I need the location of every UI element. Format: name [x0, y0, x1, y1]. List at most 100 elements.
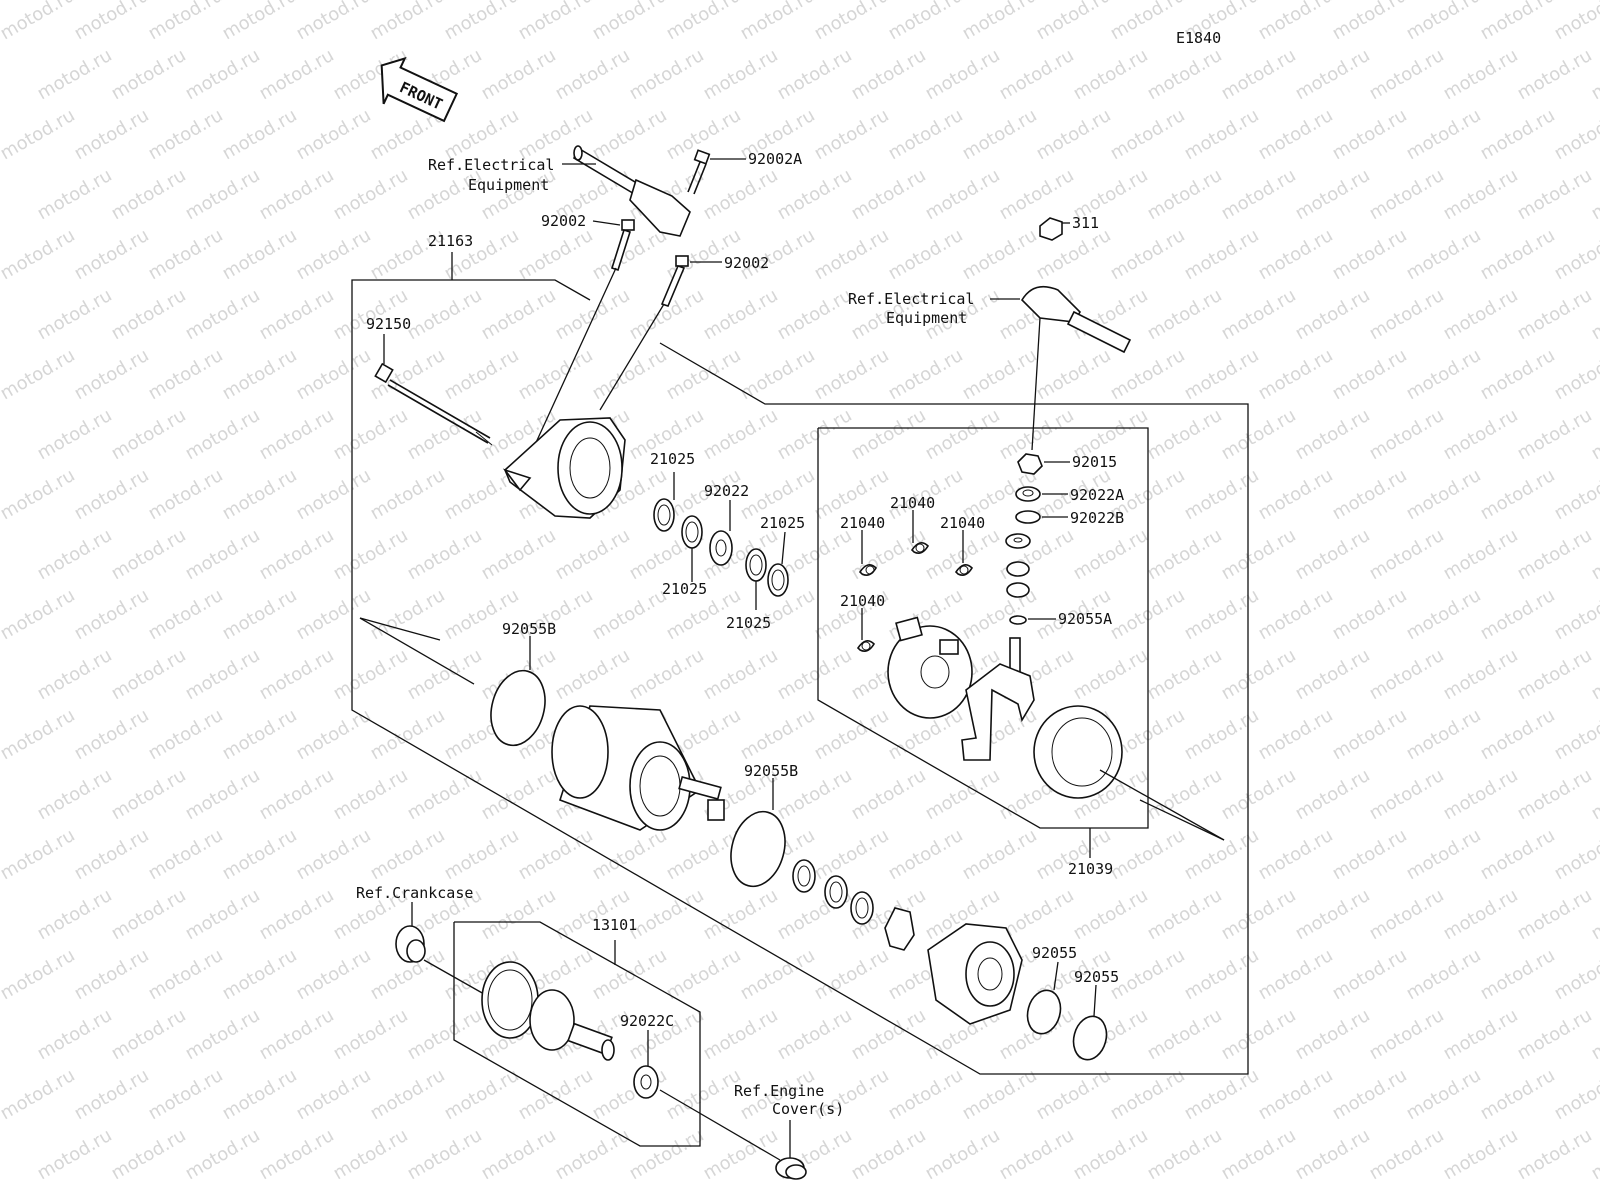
- watermark-text: motod.ru: [108, 1005, 190, 1064]
- watermark-text: motod.ru: [1218, 165, 1300, 224]
- watermark-text: motod.ru: [34, 165, 116, 224]
- label-92150: 92150: [366, 315, 411, 333]
- watermark-text: motod.ru: [108, 1125, 190, 1184]
- watermark-text: motod.ru: [1107, 825, 1189, 884]
- watermark-text: motod.ru: [1292, 405, 1374, 464]
- label-92022C: 92022C: [620, 1012, 674, 1030]
- watermark-text: motod.ru: [922, 1125, 1004, 1184]
- watermark-text: motod.ru: [71, 585, 153, 644]
- washer-92022C: [633, 1030, 781, 1161]
- watermark-text: motod.ru: [219, 105, 301, 164]
- watermark-text: motod.ru: [811, 0, 893, 44]
- watermark-text: motod.ru: [885, 225, 967, 284]
- watermark-text: motod.ru: [848, 405, 930, 464]
- watermark-text: motod.ru: [182, 1005, 264, 1064]
- watermark-text: motod.ru: [737, 705, 819, 764]
- watermark-text: motod.ru: [108, 285, 190, 344]
- watermark-text: motod.ru: [1144, 405, 1226, 464]
- watermark-text: motod.ru: [515, 345, 597, 404]
- watermark-text: motod.ru: [1070, 1125, 1152, 1184]
- watermark-text: motod.ru: [293, 825, 375, 884]
- watermark-text: motod.ru: [1218, 1125, 1300, 1184]
- cable-top-right: [1020, 217, 1132, 451]
- watermark-text: motod.ru: [145, 225, 227, 284]
- watermark-text: motod.ru: [1440, 165, 1522, 224]
- watermark-text: motod.ru: [1144, 1125, 1226, 1184]
- watermark-text: motod.ru: [1440, 885, 1522, 944]
- ref-electrical-2-line2: Equipment: [886, 309, 967, 327]
- watermark-text: motod.ru: [1144, 45, 1226, 104]
- label-13101: 13101: [592, 916, 637, 934]
- watermark-text: motod.ru: [404, 1125, 486, 1184]
- watermark-text: motod.ru: [922, 765, 1004, 824]
- label-92055-b: 92055: [1074, 968, 1119, 986]
- watermark-text: motod.ru: [848, 765, 930, 824]
- watermark-text: motod.ru: [700, 165, 782, 224]
- watermark-text: motod.ru: [1181, 105, 1263, 164]
- watermark-text: motod.ru: [700, 45, 782, 104]
- watermark-text: motod.ru: [1366, 1005, 1448, 1064]
- watermark-text: motod.ru: [515, 825, 597, 884]
- watermark-text: motod.ru: [34, 765, 116, 824]
- watermark-text: motod.ru: [0, 705, 79, 764]
- watermark-text: motod.ru: [1292, 525, 1374, 584]
- watermark-text: motod.ru: [404, 645, 486, 704]
- watermark-text: motod.ru: [1181, 345, 1263, 404]
- nut-92015: [1017, 453, 1043, 475]
- watermark-text: motod.ru: [700, 405, 782, 464]
- watermark-text: motod.ru: [71, 705, 153, 764]
- label-92002-left: 92002: [541, 212, 586, 230]
- watermark-text: motod.ru: [1218, 885, 1300, 944]
- watermark-text: motod.ru: [626, 45, 708, 104]
- watermark-text: motod.ru: [1292, 765, 1374, 824]
- watermark-text: motod.ru: [1255, 465, 1337, 524]
- watermark-text: motod.ru: [885, 105, 967, 164]
- watermark-text: motod.ru: [219, 465, 301, 524]
- watermark-text: motod.ru: [885, 825, 967, 884]
- watermark-text: motod.ru: [145, 945, 227, 1004]
- label-21040-c: 21040: [940, 514, 985, 532]
- watermark-text: motod.ru: [1477, 345, 1559, 404]
- ref-engine-cover-line1: Ref.Engine: [734, 1082, 824, 1100]
- watermark-text: motod.ru: [1551, 465, 1600, 524]
- label-92002-right: 92002: [724, 254, 769, 272]
- oring-92055-a: [1026, 989, 1062, 1035]
- watermark-text: motod.ru: [700, 1125, 782, 1184]
- watermark-text: motod.ru: [811, 105, 893, 164]
- watermark-text: motod.ru: [1255, 1065, 1337, 1124]
- watermark-text: motod.ru: [1440, 765, 1522, 824]
- watermark-text: motod.ru: [1514, 525, 1596, 584]
- watermark-text: motod.ru: [885, 345, 967, 404]
- watermark-text: motod.ru: [145, 345, 227, 404]
- watermark-text: motod.ru: [1551, 585, 1600, 644]
- watermark-text: motod.ru: [256, 285, 338, 344]
- spring-21040-c: [954, 564, 974, 576]
- watermark-text: motod.ru: [256, 165, 338, 224]
- watermark-text: motod.ru: [182, 165, 264, 224]
- watermark-text: motod.ru: [996, 525, 1078, 584]
- watermark-text: motod.ru: [478, 285, 560, 344]
- watermark-text: motod.ru: [1551, 945, 1600, 1004]
- oring-92055B-left: [490, 669, 546, 747]
- watermark-text: motod.ru: [1366, 285, 1448, 344]
- watermark-text: motod.ru: [1514, 285, 1596, 344]
- watermark-text: motod.ru: [34, 405, 116, 464]
- watermark-text: motod.ru: [71, 105, 153, 164]
- spring-21040-b: [910, 542, 930, 554]
- watermark-text: motod.ru: [1033, 105, 1115, 164]
- watermark-text: motod.ru: [700, 1005, 782, 1064]
- washer-21025-d: [767, 563, 789, 597]
- watermark-text: motod.ru: [1218, 765, 1300, 824]
- label-21025-a: 21025: [650, 450, 695, 468]
- watermark-text: motod.ru: [293, 345, 375, 404]
- ref-crankcase: Ref.Crankcase: [356, 884, 473, 902]
- watermark-text: motod.ru: [1477, 225, 1559, 284]
- watermark-text: motod.ru: [293, 225, 375, 284]
- watermark-text: motod.ru: [108, 645, 190, 704]
- watermark-text: motod.ru: [441, 345, 523, 404]
- watermark-text: motod.ru: [1440, 405, 1522, 464]
- watermark-text: motod.ru: [1218, 1005, 1300, 1064]
- label-92055A: 92055A: [1058, 610, 1112, 628]
- watermark-text: motod.ru: [700, 645, 782, 704]
- label-92055-a: 92055: [1032, 944, 1077, 962]
